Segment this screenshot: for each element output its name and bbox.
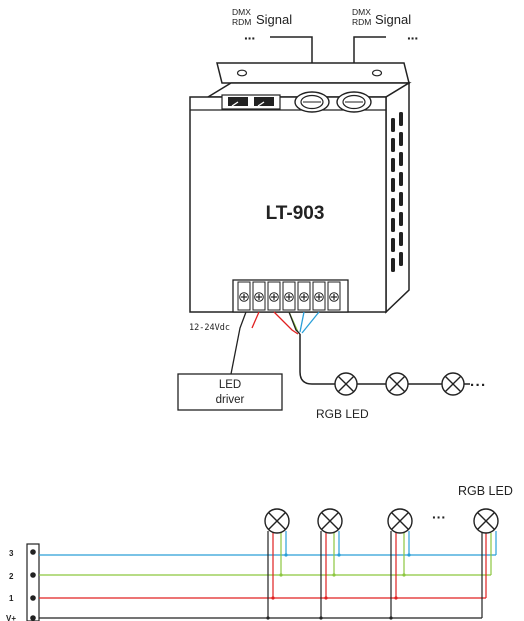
rj45-ports <box>221 94 281 110</box>
rgb-led-label: RGB LED <box>316 407 369 421</box>
dmx-label: DMX <box>232 7 251 17</box>
lamp-icon <box>441 372 465 396</box>
signal-label: Signal <box>375 12 411 27</box>
mounting-hole-right <box>371 69 383 77</box>
device-front-face <box>189 96 387 313</box>
lamp-drop-wires <box>267 531 497 618</box>
terminal-label-3: 3 <box>9 549 14 558</box>
signal-label-left: DMX RDM Signal ··· <box>232 7 292 46</box>
rgb-wires <box>273 311 320 335</box>
lamp-icon <box>473 508 499 534</box>
rgb-led-label-bottom: RGB LED <box>458 484 513 498</box>
mounting-hole-left <box>236 69 248 77</box>
chain-dots: ··· <box>470 377 487 394</box>
led-driver-box: LED driver <box>177 373 283 411</box>
junction-dots <box>266 553 411 620</box>
device-side-face <box>385 81 410 314</box>
lamp-icon <box>264 508 290 534</box>
rdm-label: RDM <box>232 17 251 27</box>
terminal-label-1: 1 <box>9 594 14 603</box>
rdm-label: RDM <box>352 17 371 27</box>
model-label: LT-903 <box>266 203 325 224</box>
terminal-connector: 3 2 1 V+ <box>6 543 40 621</box>
driver-line2: driver <box>216 394 245 406</box>
terminal-label-vplus: V+ <box>6 614 16 621</box>
lamp-icon <box>317 508 343 534</box>
lamp-icon <box>334 372 358 396</box>
signal-dots: ··· <box>244 30 255 46</box>
dmx-label: DMX <box>352 7 371 17</box>
led-chain: ··· RGB LED <box>299 334 487 421</box>
terminal-label-2: 2 <box>9 572 14 581</box>
bottom-wiring-diagram: RGB LED 3 2 1 V+ <box>6 484 513 621</box>
lamp-icon <box>385 372 409 396</box>
terminal-block <box>232 279 349 313</box>
signal-label-right: DMX RDM Signal ··· <box>352 7 419 46</box>
signal-dots: ··· <box>407 30 418 46</box>
signal-label: Signal <box>256 12 292 27</box>
vent-slots <box>391 112 403 272</box>
voltage-label: 12-24Vdc <box>189 323 230 333</box>
xlr-connector-left <box>294 91 330 113</box>
lamp-icon <box>387 508 413 534</box>
driver-line1: LED <box>219 379 241 391</box>
power-wires <box>230 311 260 375</box>
xlr-connector-right <box>336 91 372 113</box>
lt-903-device: LT-903 <box>189 62 412 314</box>
bottom-chain-dots: ··· <box>432 509 446 525</box>
